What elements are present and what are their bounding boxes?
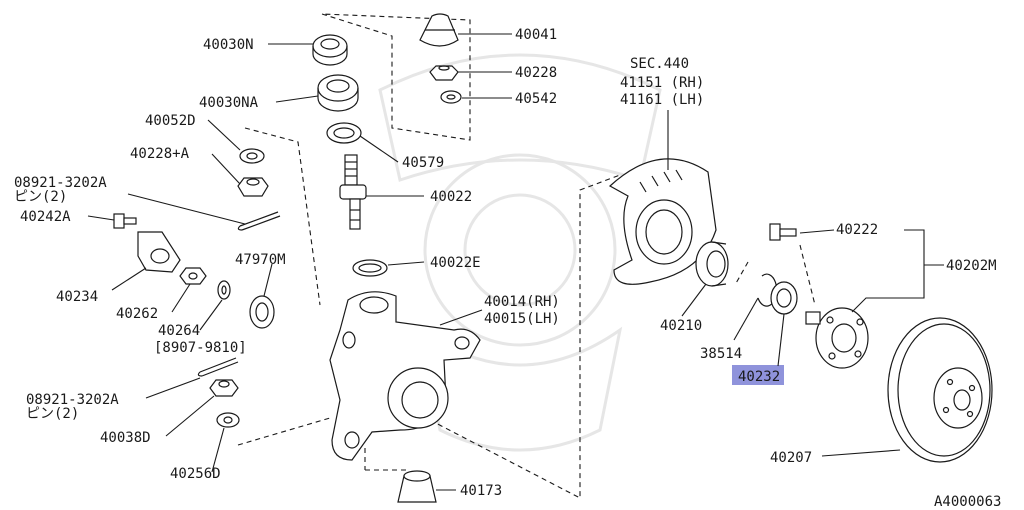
label-41161: 41161 (LH) <box>620 92 704 108</box>
part-labels: 40030N 40030NA 40052D 40228+A 08921-3202… <box>14 27 1001 510</box>
part-40542-washer[interactable] <box>440 90 462 104</box>
part-47970M-ring[interactable] <box>249 295 275 329</box>
label-40022E[interactable]: 40022E <box>430 255 481 271</box>
part-40232-seal[interactable] <box>770 281 798 315</box>
label-40041[interactable]: 40041 <box>515 27 557 43</box>
part-40207-disc[interactable] <box>887 317 993 463</box>
label-sec440[interactable]: SEC.440 <box>630 56 689 72</box>
part-40052D-washer[interactable] <box>239 148 265 164</box>
label-08921-upper-sub: ピン(2) <box>14 189 67 205</box>
label-40262[interactable]: 40262 <box>116 306 158 322</box>
label-40579[interactable]: 40579 <box>402 155 444 171</box>
label-40228[interactable]: 40228 <box>515 65 557 81</box>
reference-code: A4000063 <box>934 494 1001 510</box>
part-40210-bearing[interactable] <box>695 241 729 287</box>
part-08921-pin-lower[interactable] <box>197 357 239 377</box>
part-40022-stud[interactable] <box>339 154 367 230</box>
part-441-backing-plate[interactable] <box>608 158 717 285</box>
label-40038D[interactable]: 40038D <box>100 430 151 446</box>
part-40038D-nut[interactable] <box>209 379 239 397</box>
label-08921-lower-sub: ピン(2) <box>26 406 79 422</box>
label-08921-upper[interactable]: 08921-3202A <box>14 175 107 191</box>
part-40242A-bolt[interactable] <box>113 213 137 229</box>
highlight-box <box>732 365 784 385</box>
label-41151: 41151 (RH) <box>620 75 704 91</box>
part-40228A-nut[interactable] <box>237 177 269 197</box>
label-40022[interactable]: 40022 <box>430 189 472 205</box>
label-40207[interactable]: 40207 <box>770 450 812 466</box>
label-40014[interactable]: 40014(RH) <box>484 294 560 310</box>
label-40264[interactable]: 40264 <box>158 323 200 339</box>
label-40210[interactable]: 40210 <box>660 318 702 334</box>
watermark-emblem <box>378 53 662 452</box>
label-40222[interactable]: 40222 <box>836 222 878 238</box>
label-40015[interactable]: 40015(LH) <box>484 311 560 327</box>
part-40579-seal[interactable] <box>326 122 362 144</box>
part-40228-nut[interactable] <box>429 65 459 81</box>
label-40264-range: [8907-9810] <box>154 340 247 356</box>
part-40022E-washer[interactable] <box>352 259 388 277</box>
label-40173[interactable]: 40173 <box>460 483 502 499</box>
label-40202M[interactable]: 40202M <box>946 258 997 274</box>
label-47970M[interactable]: 47970M <box>235 252 286 268</box>
part-40173-bushing[interactable] <box>397 470 437 503</box>
part-40041-boot[interactable] <box>419 13 459 47</box>
part-40222-hub-bolt[interactable] <box>769 223 797 241</box>
part-40014-knuckle[interactable] <box>329 291 481 461</box>
part-08921-pin-upper[interactable] <box>237 211 281 231</box>
label-40242A[interactable]: 40242A <box>20 209 71 225</box>
label-40256D[interactable]: 40256D <box>170 466 221 482</box>
label-40234[interactable]: 40234 <box>56 289 98 305</box>
leader-lines <box>87 33 944 491</box>
part-40030NA-bearing[interactable] <box>317 74 359 112</box>
part-40262-nut[interactable] <box>179 267 207 285</box>
label-40542[interactable]: 40542 <box>515 91 557 107</box>
part-40030N-bearing[interactable] <box>312 34 348 66</box>
label-40228A[interactable]: 40228+A <box>130 146 190 162</box>
label-38514[interactable]: 38514 <box>700 346 742 362</box>
label-40052D[interactable]: 40052D <box>145 113 196 129</box>
label-08921-lower[interactable]: 08921-3202A <box>26 392 119 408</box>
label-40030NA[interactable]: 40030NA <box>199 95 259 111</box>
label-40030N[interactable]: 40030N <box>203 37 254 53</box>
part-40256D-washer[interactable] <box>216 412 240 428</box>
part-40234-bracket[interactable] <box>137 231 181 273</box>
part-40202M-hub[interactable] <box>805 307 869 369</box>
part-40264-washer[interactable] <box>217 280 231 300</box>
label-40232[interactable]: 40232 <box>738 369 780 385</box>
